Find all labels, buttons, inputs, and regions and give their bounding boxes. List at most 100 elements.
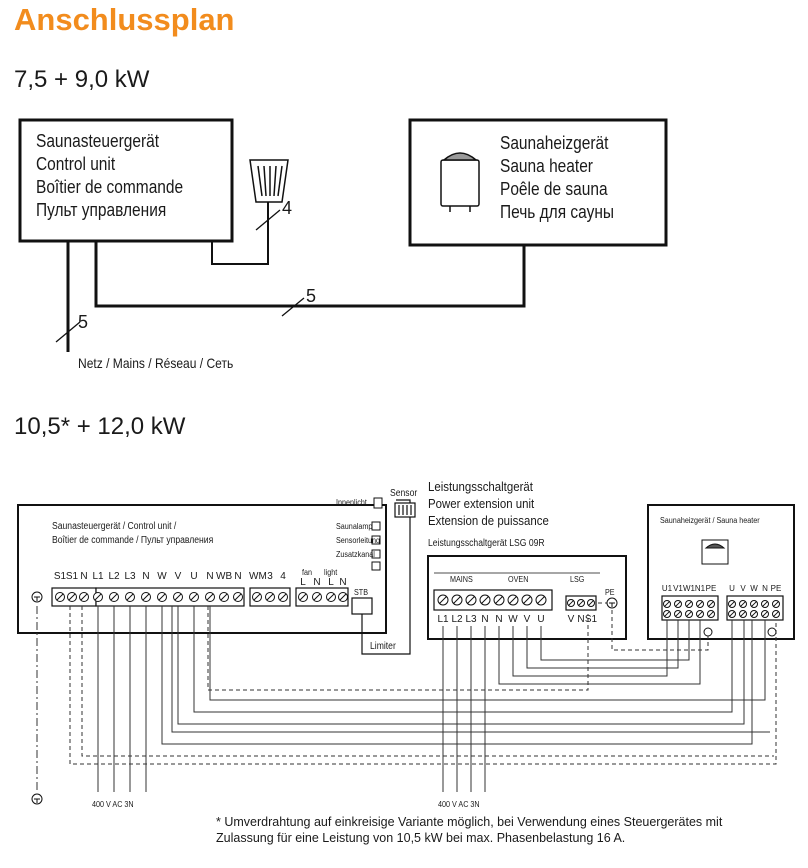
heater-label-ru: Печь для сауны bbox=[500, 202, 615, 222]
wm-terminal-label: 3 bbox=[267, 571, 273, 582]
sensor-2-icon bbox=[394, 502, 416, 518]
heater-terminal-screws bbox=[663, 600, 780, 618]
stb-label: STB bbox=[354, 588, 369, 597]
plu-terminal-label-l2: L2 bbox=[451, 614, 463, 625]
wire-oven-v bbox=[526, 620, 679, 669]
heater-label-de: Saunaheizgerät bbox=[500, 133, 609, 153]
wm-terminal-label: WM bbox=[249, 571, 267, 582]
plu-terminal-label-l3: L3 bbox=[465, 614, 477, 625]
ctrl-terminal-label-n: N bbox=[206, 571, 214, 582]
fan-light-terminal-label: N bbox=[313, 577, 321, 588]
ctrl-terminal-label-u: U bbox=[190, 571, 198, 582]
ctrl-terminal-label-n: N bbox=[142, 571, 150, 582]
fan-label: fan bbox=[302, 568, 313, 577]
heater-left-label: PE bbox=[705, 584, 717, 593]
section1-wiring bbox=[18, 118, 668, 352]
pe-label: PE bbox=[605, 588, 615, 597]
switch-panel bbox=[371, 497, 383, 571]
cable-num-sensor: 4 bbox=[282, 198, 293, 218]
ctrl2-label-1: Saunasteuergerät / Control unit / bbox=[52, 521, 177, 532]
ctrl2-label-2: Boîtier de commande / Пульт управления bbox=[52, 535, 214, 546]
plu-title-fr: Extension de puissance bbox=[428, 513, 549, 528]
switch-label-2: Saunalamp bbox=[336, 522, 373, 531]
lsg-group-lsg: LSG bbox=[570, 575, 585, 584]
switch-label-3: Sensorleitung bbox=[336, 536, 381, 545]
plu-small-terminal-label: V bbox=[567, 614, 575, 625]
lsg-group-mains: MAINS bbox=[450, 575, 473, 584]
heater-2-box bbox=[647, 504, 795, 640]
plu-terminal-label-n: N bbox=[495, 614, 503, 625]
plu-terminal-blocks bbox=[433, 589, 597, 611]
fan-light-terminal-label: N bbox=[339, 577, 347, 588]
ctrl-label-fr: Boîtier de commande bbox=[36, 177, 184, 197]
wire-oven-n bbox=[498, 620, 701, 685]
wiring-lines bbox=[69, 602, 777, 792]
heater2-label: Saunaheizgerät / Sauna heater bbox=[660, 516, 760, 525]
ctrl-terminal-label-s1: S1 bbox=[65, 571, 79, 582]
ctrl-terminal-label-w: W bbox=[157, 571, 167, 582]
heater-right-label: U bbox=[729, 584, 735, 593]
plu-terminal-label-n: N bbox=[481, 614, 489, 625]
ground-symbols bbox=[31, 591, 777, 805]
plu-title-en: Power extension unit bbox=[428, 496, 535, 511]
supply-left-label: 400 V AC 3N bbox=[92, 800, 134, 809]
ctrl-terminal-label-n: N bbox=[80, 571, 88, 582]
footnote-line-2: Zulassung für eine Leistung von 10,5 kW … bbox=[216, 831, 626, 845]
cable-slash-heater bbox=[281, 297, 305, 317]
wire-w-heater bbox=[161, 606, 753, 745]
wire-n-heater bbox=[209, 606, 766, 701]
sensor2-label: Sensor bbox=[390, 488, 418, 499]
wire-s1-pe bbox=[69, 606, 777, 765]
control-unit-box bbox=[18, 118, 234, 243]
plu-terminal-screws bbox=[437, 594, 595, 607]
ctrl-terminal-label-l3: L3 bbox=[124, 571, 136, 582]
section1-heading: 7,5 + 9,0 kW bbox=[14, 66, 150, 93]
wire-pe-heater bbox=[611, 610, 709, 651]
cable-slash-sensor bbox=[255, 209, 281, 231]
heater-label-fr: Poêle de sauna bbox=[500, 179, 608, 199]
ctrl-label-en: Control unit bbox=[36, 154, 116, 174]
plu-small-terminal-label: N bbox=[577, 614, 585, 625]
plu-small-terminal-label: S1 bbox=[584, 614, 598, 625]
cable-num-mains: 5 bbox=[78, 312, 89, 332]
section2-heading: 10,5* + 12,0 kW bbox=[14, 413, 186, 440]
stb-box bbox=[351, 597, 373, 615]
cable-num-heater: 5 bbox=[306, 286, 317, 306]
ctrl-terminal-screws bbox=[55, 592, 348, 602]
sensor-cable bbox=[211, 200, 269, 265]
control-unit-2-box bbox=[17, 504, 387, 634]
fan-light-terminal-label: L bbox=[300, 577, 306, 588]
wire-n-ctrl bbox=[81, 606, 774, 757]
ctrl-terminal-label-n: N bbox=[234, 571, 242, 582]
heater-right-label: W bbox=[750, 584, 758, 593]
heater-left-label: V1 bbox=[673, 584, 683, 593]
wm-terminal-label: 4 bbox=[280, 571, 286, 582]
heater-label-en: Sauna heater bbox=[500, 156, 593, 176]
plu-terminal-label-v: V bbox=[523, 614, 531, 625]
wire-oven-w bbox=[512, 620, 668, 677]
ctrl-terminal-blocks bbox=[51, 587, 349, 607]
mains-label: Netz / Mains / Réseau / Сеть bbox=[78, 355, 234, 371]
sensor-icon bbox=[249, 159, 289, 203]
heater-icon bbox=[440, 152, 480, 212]
ctrl-terminal-label-v: V bbox=[174, 571, 182, 582]
ctrl-label-de: Saunasteuergerät bbox=[36, 131, 160, 151]
heater-cable bbox=[94, 241, 526, 308]
heater-left-label: U1 bbox=[661, 584, 673, 593]
footnote-line-1: * Umverdrahtung auf einkreisige Variante… bbox=[216, 815, 723, 829]
limiter-label: Limiter bbox=[370, 641, 396, 652]
plu-terminal-label-u: U bbox=[537, 614, 545, 625]
wire-lsg-ctrl bbox=[207, 606, 589, 691]
ctrl-terminal-label-wb: WB bbox=[216, 571, 233, 582]
heater-left-label: N1 bbox=[694, 584, 706, 593]
ctrl-terminal-label-l2: L2 bbox=[108, 571, 120, 582]
heater-2-icon bbox=[701, 539, 729, 565]
plu-terminal-label-l1: L1 bbox=[437, 614, 449, 625]
switch-label-4: Zusatzkanal bbox=[336, 550, 375, 559]
wire-n-heater-2 bbox=[171, 606, 770, 733]
heater-right-label: V bbox=[740, 584, 746, 593]
cable-slash-mains bbox=[55, 321, 81, 343]
limiter-line bbox=[361, 499, 411, 655]
sauna-heater-box bbox=[408, 118, 668, 247]
